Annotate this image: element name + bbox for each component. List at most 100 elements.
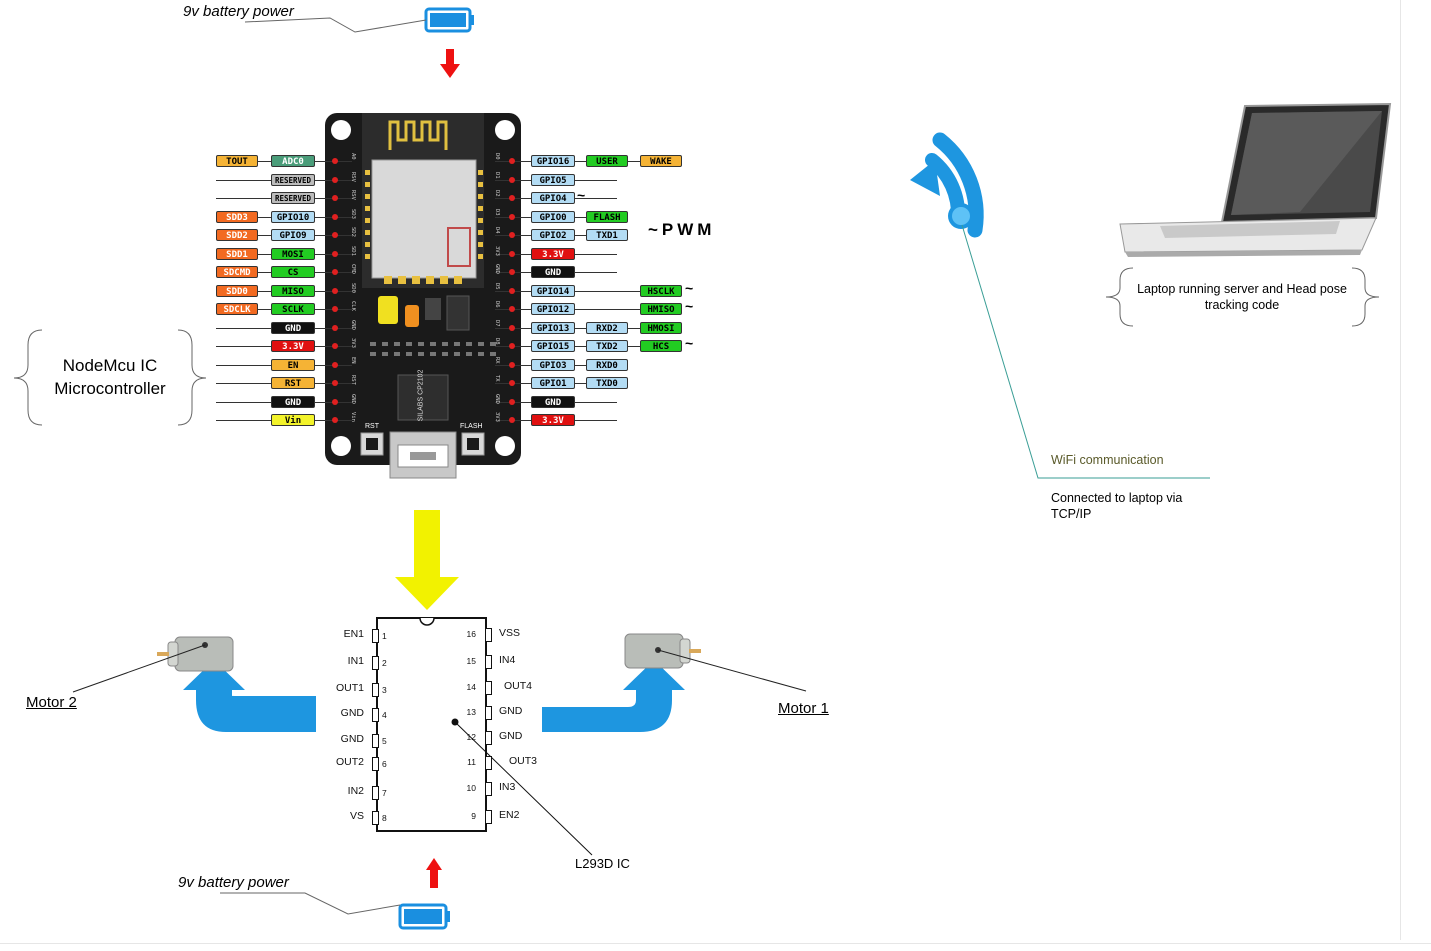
- l293d-pin-name: GND: [499, 705, 523, 717]
- rst-button-label: RST: [365, 423, 379, 430]
- l293d-pin-name: OUT1: [335, 682, 364, 694]
- pin-label-tertiary: HMOSI: [640, 321, 682, 334]
- pin-board-code: RSV: [350, 171, 356, 182]
- pin-label-tertiary: HSCLK: [640, 284, 682, 297]
- pin-dot: [509, 306, 515, 312]
- l293d-pin-number: 13: [466, 707, 476, 717]
- pin-label-primary: GPIO5: [531, 173, 575, 186]
- pin-board-code: D5: [494, 282, 500, 290]
- pin-board-code: D1: [494, 171, 500, 179]
- pin-dot: [332, 213, 338, 220]
- l293d-pin-name: IN2: [347, 785, 364, 797]
- l293d-pin-leg: [485, 782, 492, 796]
- battery-top-leader: [244, 17, 427, 33]
- pin-label-outer: SDD0: [216, 284, 258, 297]
- pin-dot: [509, 195, 515, 201]
- wifi-comm-label: WiFi communication: [1051, 453, 1164, 467]
- pin-board-code: RSV: [350, 190, 356, 200]
- pin-dot: [332, 306, 338, 312]
- pin-board-code: Vin: [350, 412, 356, 422]
- pin-dot: [332, 417, 338, 423]
- nodemcu-board: [325, 113, 521, 479]
- l293d-pin-name: GND: [340, 707, 364, 719]
- pin-board-code: SD0: [350, 282, 356, 293]
- l293d-pin-name: EN1: [343, 628, 364, 640]
- battery-bottom-icon: [398, 903, 450, 930]
- l293d-leader: [454, 721, 593, 856]
- pin-label-outer: SDD1: [216, 247, 258, 260]
- l293d-pin-name: VS: [349, 810, 364, 822]
- pin-board-code: 3V3: [350, 338, 356, 348]
- pin-label-inner: RESERVED: [271, 192, 315, 204]
- l293d-pin-leg: [372, 811, 379, 825]
- pin-dot: [509, 417, 515, 423]
- power-arrow-bottom: [426, 858, 442, 888]
- pin-label-primary: 3.3V: [531, 247, 575, 260]
- l293d-pin-leg: [485, 655, 492, 669]
- pin-label-primary: GPIO4: [531, 192, 575, 204]
- pin-label-primary: GPIO12: [531, 303, 575, 315]
- pin-board-code: D4: [494, 227, 500, 234]
- laptop-icon: [1119, 102, 1392, 257]
- l293d-pin-name: OUT3: [509, 755, 538, 767]
- pin-label-secondary: FLASH: [586, 210, 628, 223]
- pin-label-primary: GPIO13: [531, 321, 575, 334]
- pin-label-secondary: TXD2: [586, 340, 628, 352]
- l293d-pin-leg: [372, 708, 379, 722]
- pin-board-code: D8: [494, 338, 500, 345]
- pin-label-inner: MOSI: [271, 247, 315, 260]
- pin-board-code: A0: [350, 153, 356, 160]
- l293d-chip-body: [376, 617, 487, 832]
- page-edge-bottom: [0, 943, 1431, 944]
- pin-label-inner: GND: [271, 321, 315, 334]
- pin-label-outer: SDCLK: [216, 303, 258, 315]
- pin-board-code: SD1: [350, 245, 356, 256]
- l293d-pin-number: 12: [466, 732, 476, 742]
- pin-label-outer: SDD2: [216, 229, 258, 241]
- l293d-pin-leg: [485, 706, 492, 720]
- pin-label-tertiary: HMISO: [640, 303, 682, 315]
- l293d-pin-leg: [372, 786, 379, 800]
- pin-label-inner: ADC0: [271, 155, 315, 167]
- l293d-pin-name: IN1: [347, 655, 364, 667]
- l293d-pin-name: OUT2: [335, 756, 364, 768]
- l293d-pin-number: 10: [466, 783, 476, 793]
- pin-dot: [332, 195, 338, 201]
- pin-dot: [332, 398, 338, 405]
- pin-connector-line: [495, 290, 682, 292]
- arrow-to-motor1: [542, 660, 685, 732]
- pin-label-outer: SDD3: [216, 210, 258, 223]
- pin-board-code: EN: [350, 356, 356, 364]
- l293d-pin-leg: [372, 683, 379, 697]
- pin-label-primary: GPIO0: [531, 210, 575, 223]
- pin-label-inner: MISO: [271, 284, 315, 297]
- pin-dot: [509, 232, 515, 238]
- pin-label-tertiary: HCS: [640, 340, 682, 352]
- pin-label-inner: GND: [271, 395, 315, 408]
- pin-label-tertiary: WAKE: [640, 155, 682, 167]
- pin-dot: [509, 324, 515, 331]
- pin-board-code: D3: [494, 208, 500, 216]
- pin-board-code: RX: [494, 356, 500, 364]
- laptop-label: Laptop running server and Head pose trac…: [1137, 282, 1347, 312]
- pin-dot: [509, 269, 515, 275]
- pin-dot: [332, 287, 338, 294]
- pin-dot: [332, 324, 338, 331]
- l293d-pin-leg: [372, 656, 379, 670]
- motor2-leader: [72, 644, 206, 693]
- l293d-pin-number: 16: [466, 629, 476, 639]
- pin-dot: [509, 213, 515, 220]
- l293d-pin-number: 9: [471, 811, 476, 821]
- l293d-pin-leg: [485, 756, 492, 770]
- l293d-pin-number: 11: [467, 757, 476, 767]
- page-edge-right: [1400, 0, 1401, 940]
- l293d-pin-number: 5: [382, 736, 387, 746]
- l293d-pin-name: GND: [499, 730, 523, 742]
- pin-dot: [509, 380, 515, 386]
- pin-dot: [332, 343, 338, 349]
- pin-label-inner: RESERVED: [271, 173, 315, 186]
- motor2-label: Motor 2: [26, 694, 77, 711]
- pin-label-primary: GPIO3: [531, 358, 575, 371]
- pin-label-outer: TOUT: [216, 155, 258, 167]
